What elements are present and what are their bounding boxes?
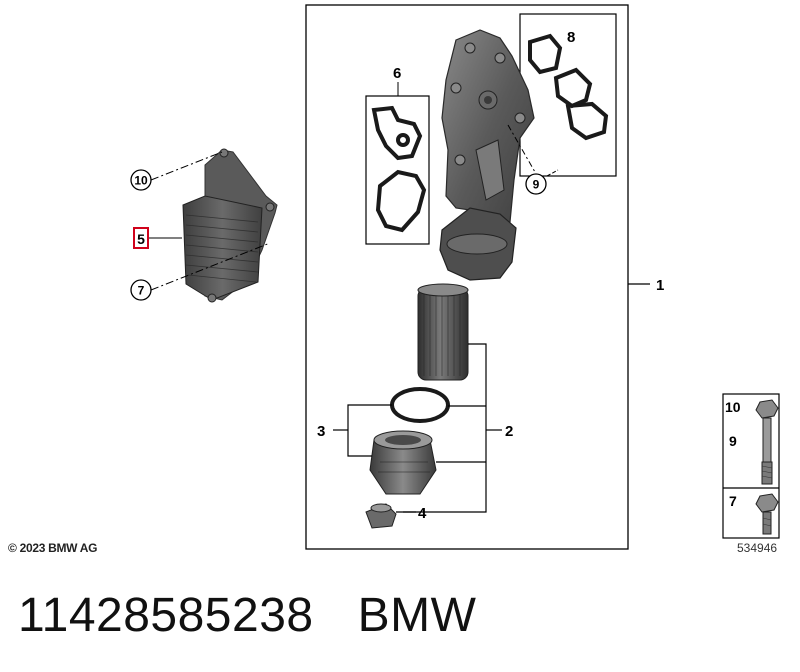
callout-3: 3 bbox=[317, 423, 325, 440]
legend-label-7: 7 bbox=[729, 493, 737, 509]
gasket-8-part[interactable] bbox=[528, 33, 609, 141]
gasket-6-part[interactable] bbox=[371, 105, 427, 233]
part-number: 11428585238 bbox=[18, 589, 314, 642]
callout-7-circle bbox=[130, 279, 152, 301]
leader-10 bbox=[150, 151, 223, 181]
o-ring-part[interactable] bbox=[390, 387, 450, 423]
parts-diagram: 1 2 3 4 6 8 10 7 9 5 10 9 7 bbox=[130, 4, 780, 550]
callout-2: 2 bbox=[505, 423, 513, 440]
callout-4: 4 bbox=[418, 505, 427, 522]
callout-5-highlight[interactable] bbox=[133, 227, 149, 249]
leader-7 bbox=[150, 242, 271, 291]
brand-name: BMW bbox=[357, 589, 477, 642]
callout-9-circle bbox=[525, 173, 547, 195]
legend-label-10: 10 bbox=[725, 399, 741, 415]
filter-cap-part[interactable] bbox=[369, 430, 437, 495]
callout-10-circle bbox=[130, 169, 152, 191]
legend-label-9: 9 bbox=[729, 433, 737, 449]
callout-7: 7 bbox=[138, 284, 145, 298]
bracket-2 bbox=[403, 343, 502, 513]
illustration-number: 534946 bbox=[737, 541, 778, 555]
leader-9 bbox=[507, 124, 536, 173]
short-bolt-part[interactable] bbox=[755, 493, 779, 535]
callout-1: 1 bbox=[656, 277, 664, 294]
long-bolt-part[interactable] bbox=[755, 399, 779, 485]
hardware-legend: 10 9 7 bbox=[722, 393, 780, 539]
assembly-frame bbox=[305, 4, 629, 550]
drain-plug-part[interactable] bbox=[365, 503, 397, 529]
callout-9: 9 bbox=[533, 178, 540, 192]
oil-cooler-part[interactable] bbox=[182, 148, 278, 303]
callout-8: 8 bbox=[567, 29, 575, 46]
callout-6: 6 bbox=[393, 65, 401, 82]
filter-element-part[interactable] bbox=[417, 283, 469, 381]
callout-10: 10 bbox=[134, 174, 148, 188]
callout-5: 5 bbox=[137, 231, 145, 247]
bracket-3 bbox=[333, 404, 392, 457]
footer-caption: 11428585238 BMW bbox=[18, 588, 476, 643]
oil-filter-housing-part[interactable] bbox=[439, 29, 535, 281]
copyright-text: © 2023 BMW AG bbox=[8, 541, 98, 555]
